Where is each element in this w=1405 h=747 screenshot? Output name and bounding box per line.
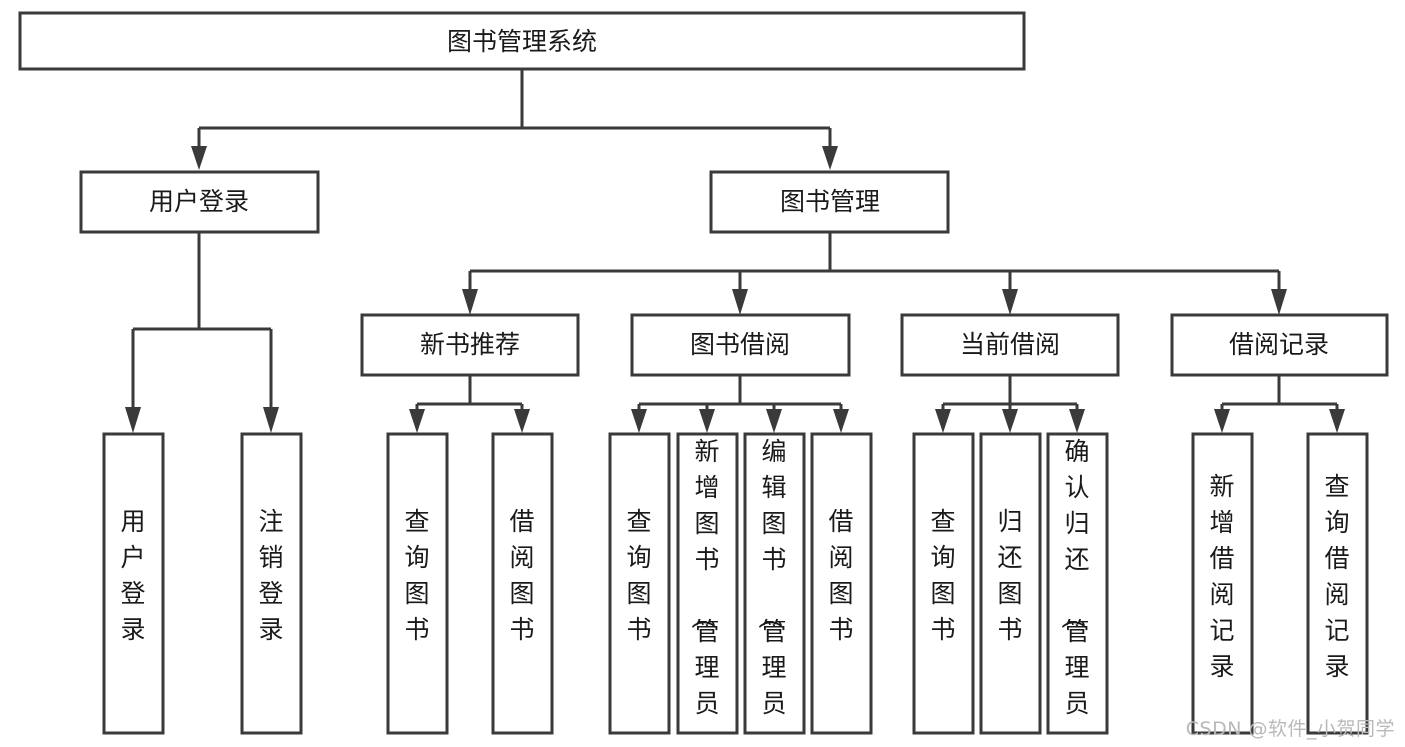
node-book-borrow-box: [630, 313, 851, 377]
node-book-management-box: [709, 170, 950, 234]
node-book-management-label: 图书管理: [780, 187, 880, 216]
leaf-book-borrow-borrow[interactable]: 借阅图书: [810, 432, 873, 735]
node-current-borrow-label: 当前借阅: [960, 330, 1060, 359]
leaf-new-book-borrow-label: 借阅图书: [509, 507, 534, 644]
leaf-new-book-query-box: [386, 432, 449, 735]
leaf-book-borrow-edit[interactable]: 编辑图书（管理员）: [743, 432, 806, 747]
connector-layer: [125, 69, 1345, 433]
node-book-management[interactable]: 图书管理: [709, 170, 950, 234]
leaf-book-borrow-borrow-box: [810, 432, 873, 735]
leaf-user-login-logout-box: [240, 432, 303, 735]
node-root-box: [18, 11, 1026, 71]
arrow-newbook-l1: [409, 409, 425, 433]
arrow-newbook-l2: [514, 409, 530, 433]
arrow-borrowrecord-l2: [1329, 409, 1345, 433]
leaf-current-borrow-confirm[interactable]: 确认归还（管理员）: [1046, 432, 1109, 747]
leaf-book-borrow-query-box: [608, 432, 671, 735]
leaf-user-login-logout-label: 注销登录: [258, 507, 283, 644]
leaf-book-borrow-edit-label: 编辑图书（管理员）: [755, 437, 786, 747]
leaf-book-borrow-query[interactable]: 查询图书: [608, 432, 671, 735]
node-new-book-recommend[interactable]: 新书推荐: [360, 313, 580, 377]
arrow-bookborrow-l1: [631, 409, 647, 433]
leaf-book-borrow-add[interactable]: 新增图书（管理员）: [676, 432, 739, 747]
leaf-book-borrow-add-label: 新增图书（管理员）: [688, 437, 719, 747]
node-borrow-record-box: [1170, 313, 1389, 377]
arrow-to-new-book-recommend: [462, 289, 478, 315]
leaf-new-book-query-label: 查询图书: [404, 507, 429, 644]
leaf-new-book-borrow-box: [491, 432, 554, 735]
leaf-user-login-login[interactable]: 用户登录: [102, 432, 165, 735]
leaf-user-login-login-box: [102, 432, 165, 735]
leaf-current-borrow-return-label: 归还图书: [997, 507, 1022, 644]
leaf-current-borrow-confirm-label: 确认归还（管理员）: [1058, 437, 1089, 747]
arrow-user-login-l1: [125, 407, 141, 433]
arrow-to-book-borrow: [732, 289, 748, 315]
node-root-label: 图书管理系统: [447, 27, 597, 56]
leaf-book-borrow-add-box: [676, 432, 739, 735]
leaf-borrow-record-add-label: 新增借阅记录: [1209, 472, 1234, 681]
arrow-currentborrow-l2: [1002, 409, 1018, 433]
node-current-borrow-box: [900, 313, 1120, 377]
leaf-new-book-query[interactable]: 查询图书: [386, 432, 449, 735]
node-book-borrow[interactable]: 图书借阅: [630, 313, 851, 377]
arrow-root-to-book-mgmt: [822, 146, 838, 170]
leaf-borrow-record-query-box: [1306, 432, 1369, 735]
leaf-new-book-borrow[interactable]: 借阅图书: [491, 432, 554, 735]
leaf-borrow-record-query-label: 查询借阅记录: [1324, 472, 1349, 681]
arrow-borrowrecord-l1: [1214, 409, 1230, 433]
node-new-book-recommend-label: 新书推荐: [420, 330, 520, 359]
leaf-book-borrow-borrow-label: 借阅图书: [828, 507, 853, 644]
leaf-current-borrow-return-box: [979, 432, 1042, 735]
leaf-current-borrow-return[interactable]: 归还图书: [979, 432, 1042, 735]
arrow-user-login-l2: [263, 407, 279, 433]
arrow-to-current-borrow: [1002, 289, 1018, 315]
node-user-login-label: 用户登录: [149, 187, 249, 216]
node-user-login-box: [79, 170, 320, 234]
node-user-login[interactable]: 用户登录: [79, 170, 320, 234]
node-root-book-management-system[interactable]: 图书管理系统: [18, 11, 1026, 71]
leaf-user-login-logout[interactable]: 注销登录: [240, 432, 303, 735]
node-borrow-record-label: 借阅记录: [1229, 330, 1329, 359]
node-new-book-recommend-box: [360, 313, 580, 377]
leaf-current-borrow-query-label: 查询图书: [930, 507, 955, 644]
arrow-currentborrow-l1: [935, 409, 951, 433]
arrow-bookborrow-l3: [766, 409, 782, 433]
leaf-book-borrow-query-label: 查询图书: [626, 507, 651, 644]
leaf-book-borrow-edit-box: [743, 432, 806, 735]
arrow-bookborrow-l4: [833, 409, 849, 433]
leaf-current-borrow-query[interactable]: 查询图书: [912, 432, 975, 735]
leaf-current-borrow-query-box: [912, 432, 975, 735]
arrow-root-to-user-login: [191, 146, 207, 170]
node-current-borrow[interactable]: 当前借阅: [900, 313, 1120, 377]
arrow-to-borrow-record: [1271, 289, 1287, 315]
leaf-user-login-login-label: 用户登录: [120, 507, 145, 644]
arrow-bookborrow-l2: [699, 409, 715, 433]
leaf-borrow-record-add-box: [1191, 432, 1254, 735]
node-book-borrow-label: 图书借阅: [690, 330, 790, 359]
arrow-currentborrow-l3: [1069, 409, 1085, 433]
leaf-current-borrow-confirm-box: [1046, 432, 1109, 735]
leaf-borrow-record-add[interactable]: 新增借阅记录: [1191, 432, 1254, 735]
leaf-borrow-record-query[interactable]: 查询借阅记录: [1306, 432, 1369, 735]
node-borrow-record[interactable]: 借阅记录: [1170, 313, 1389, 377]
